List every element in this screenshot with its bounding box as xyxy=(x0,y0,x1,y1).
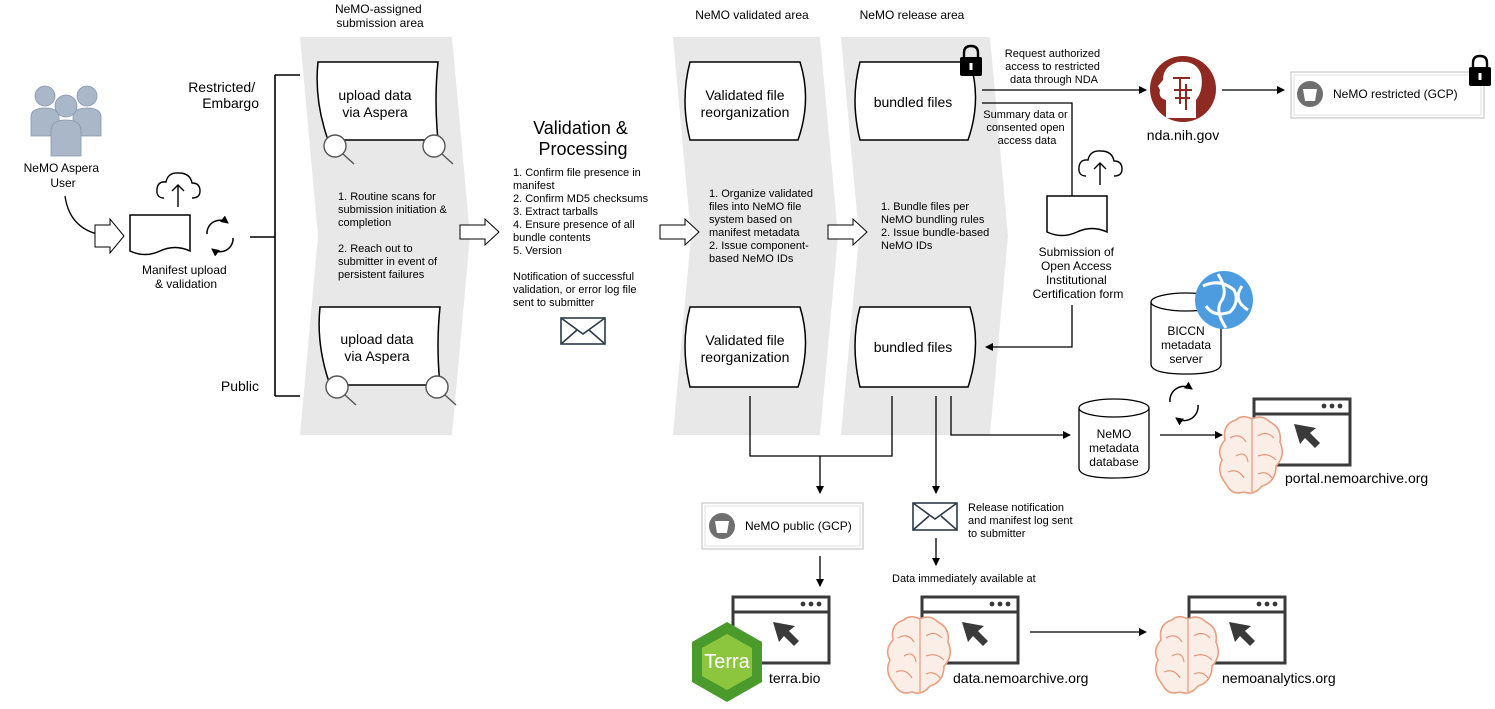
bucket-icon xyxy=(709,513,735,539)
manifest-document-icon xyxy=(129,214,191,256)
bundle-notes: 1. Bundle files per NeMO bundling rules … xyxy=(881,201,992,252)
envelope-icon xyxy=(560,317,606,345)
certification-to-bundle-connector xyxy=(985,305,1073,351)
bundled-document-bottom: bundled files xyxy=(854,306,977,388)
svg-text:bundled files: bundled files xyxy=(874,94,953,110)
nda-request-note: Request authorized access to restricted … xyxy=(1005,48,1103,86)
sync-icon xyxy=(206,215,234,257)
validated-to-public-connector xyxy=(749,396,893,493)
sync-icon xyxy=(1169,381,1199,426)
user-label: NeMO Aspera User xyxy=(24,161,103,190)
bundled-document-top: bundled files xyxy=(854,61,977,141)
scan-notes: 1. Routine scans for submission initiati… xyxy=(338,191,450,281)
globe-icon xyxy=(1195,271,1253,329)
restricted-label: Restricted/ Embargo xyxy=(188,79,259,111)
users-group-icon xyxy=(30,85,102,157)
hollow-arrow-user xyxy=(94,217,125,255)
restricted-bucket-card: NeMO restricted (GCP) xyxy=(1290,71,1485,119)
submission-area-header: NeMO-assigned submission area xyxy=(335,2,425,30)
certification-label: Submission of Open Access Institutional … xyxy=(1033,245,1124,301)
terra-browser-icon xyxy=(731,595,831,665)
nda-label: nda.nih.gov xyxy=(1147,127,1219,143)
lock-icon xyxy=(960,44,982,76)
available-label: Data immediately available at xyxy=(892,573,1036,585)
terra-logo-icon: Terra xyxy=(692,622,762,702)
summary-note: Summary data or consented open access da… xyxy=(983,109,1070,147)
summary-connector xyxy=(982,102,1073,196)
svg-text:NeMO public (GCP): NeMO public (GCP) xyxy=(745,519,852,533)
validation-title: Validation & Processing xyxy=(533,118,633,159)
magnifier-icon xyxy=(422,134,454,165)
svg-text:Terra: Terra xyxy=(704,651,750,673)
public-bucket-card: NeMO public (GCP) xyxy=(701,502,864,550)
validation-steps: 1. Confirm file presence in manifest 2. … xyxy=(513,167,651,257)
cloud-upload-icon xyxy=(1078,150,1123,185)
portal-label: portal.nemoarchive.org xyxy=(1285,470,1428,486)
validated-notes: 1. Organize validated files into NeMO fi… xyxy=(709,188,816,265)
manifest-label: Manifest upload & validation xyxy=(142,263,230,291)
bucket-icon xyxy=(1297,81,1323,107)
public-label: Public xyxy=(221,378,259,394)
to-metadata-db-connector xyxy=(950,396,1071,439)
magnifier-icon xyxy=(325,375,357,406)
hollow-arrow-to-validated xyxy=(659,217,700,247)
magnifier-icon xyxy=(323,134,355,165)
envelope-icon xyxy=(912,502,958,531)
svg-text:bundled files: bundled files xyxy=(874,339,953,355)
access-bracket xyxy=(250,74,300,397)
hollow-arrow-to-validation xyxy=(459,217,500,247)
brain-icon xyxy=(886,615,952,694)
lock-icon xyxy=(1469,54,1491,86)
magnifier-icon xyxy=(425,375,457,406)
svg-text:NeMO restricted (GCP): NeMO restricted (GCP) xyxy=(1333,87,1458,101)
brain-icon xyxy=(1218,415,1284,494)
nda-logo-icon xyxy=(1150,56,1216,122)
release-area-header: NeMO release area xyxy=(860,8,965,22)
validated-area-header: NeMO validated area xyxy=(695,8,809,22)
validation-notification: Notification of successful validation, o… xyxy=(513,271,640,309)
cloud-upload-icon xyxy=(156,172,201,207)
release-notice-text: Release notification and manifest log se… xyxy=(968,502,1076,540)
data-portal-label: data.nemoarchive.org xyxy=(953,670,1088,686)
terra-label: terra.bio xyxy=(769,670,821,686)
analytics-label: nemoanalytics.org xyxy=(1222,670,1336,686)
hollow-arrow-to-release xyxy=(827,217,868,247)
brain-icon xyxy=(1154,615,1220,694)
certification-document-icon xyxy=(1046,195,1108,237)
